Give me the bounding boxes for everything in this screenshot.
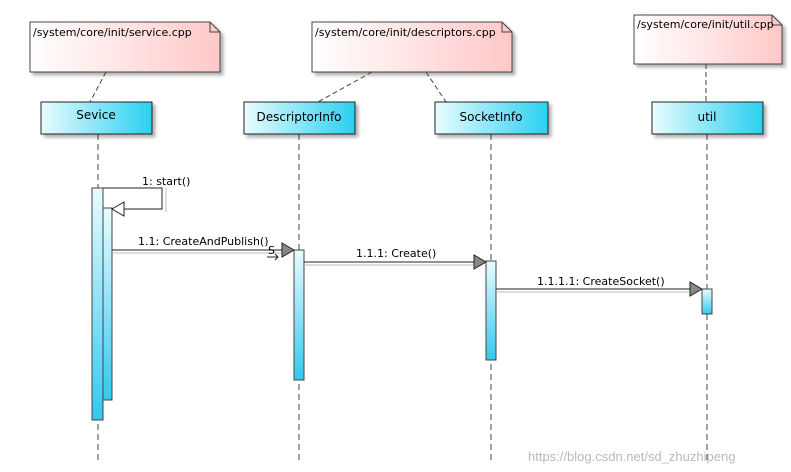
activation-descriptorinfo <box>293 249 305 381</box>
watermark-url: https://blog.csdn.net/sd_zhuzhipeng <box>528 449 735 464</box>
message-create-socket-label: 1.1.1.1: CreateSocket() <box>537 275 665 288</box>
note-util-cpp: /system/core/init/util.cpp <box>633 14 783 65</box>
lifeline-descriptorinfo-label: DescriptorInfo <box>256 110 341 124</box>
message-start-label: 1: start() <box>142 175 190 188</box>
activation-service-inner <box>102 207 113 401</box>
activation-socketinfo <box>485 260 497 361</box>
lifeline-socketinfo-label: SocketInfo <box>460 110 523 124</box>
activation-bars <box>91 187 713 421</box>
note-service-cpp: /system/core/init/service.cpp <box>29 21 221 73</box>
note-descriptors-cpp: /system/core/init/descriptors.cpp <box>311 21 513 73</box>
message-start: 1: start() <box>103 175 190 217</box>
lifeline-socket-info: SocketInfo <box>434 101 549 135</box>
message-create-socket: 1.1.1.1: CreateSocket() <box>496 275 703 297</box>
lifeline-descriptor-info: DescriptorInfo <box>243 101 356 135</box>
lifeline-service-label: Sevice <box>76 108 115 122</box>
note-service-text: /system/core/init/service.cpp <box>33 26 192 39</box>
lifeline-util: util <box>651 101 764 135</box>
message-create-label: 1.1.1: Create() <box>356 247 436 260</box>
stereotype-s-label: S <box>268 244 275 257</box>
connector-service-note <box>89 71 107 103</box>
message-create-and-publish-label: 1.1: CreateAndPublish() <box>138 235 269 248</box>
note-util-text: /system/core/init/util.cpp <box>637 18 774 31</box>
connector-descriptors-to-descriptorinfo <box>317 71 373 103</box>
message-create-and-publish: 1.1: CreateAndPublish() S <box>112 235 295 261</box>
lifeline-util-label: util <box>698 110 717 124</box>
note-descriptors-text: /system/core/init/descriptors.cpp <box>315 26 496 39</box>
activation-util <box>701 288 713 315</box>
message-create: 1.1.1: Create() <box>304 247 487 270</box>
note-connectors <box>89 64 707 103</box>
activation-service-outer <box>91 187 104 421</box>
lifeline-service: Sevice <box>40 101 153 135</box>
connector-descriptors-to-socketinfo <box>425 71 447 103</box>
